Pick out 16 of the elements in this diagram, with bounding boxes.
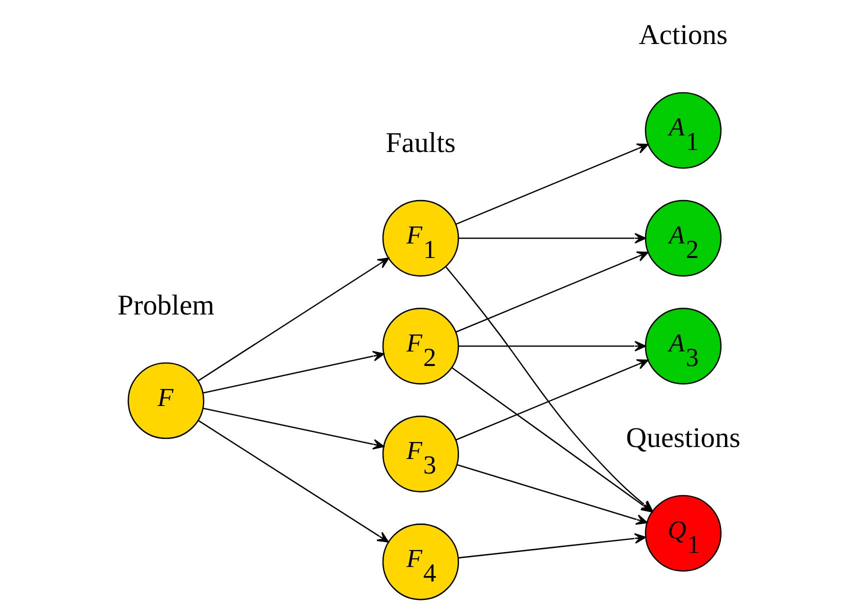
arrow — [456, 251, 649, 333]
arrow — [458, 533, 646, 558]
arrow — [456, 144, 649, 225]
arrow — [458, 340, 646, 352]
label: Actions — [638, 20, 728, 52]
label: Questions — [626, 422, 740, 454]
arrow — [458, 232, 646, 244]
arrow — [203, 408, 384, 450]
label: Faults — [386, 128, 456, 159]
arrow — [198, 420, 389, 543]
label: Problem — [118, 290, 214, 322]
arrow — [198, 257, 390, 382]
arrow — [456, 359, 649, 440]
arrow — [456, 464, 648, 525]
node-circle: F — [128, 362, 204, 440]
arrow — [203, 350, 384, 394]
